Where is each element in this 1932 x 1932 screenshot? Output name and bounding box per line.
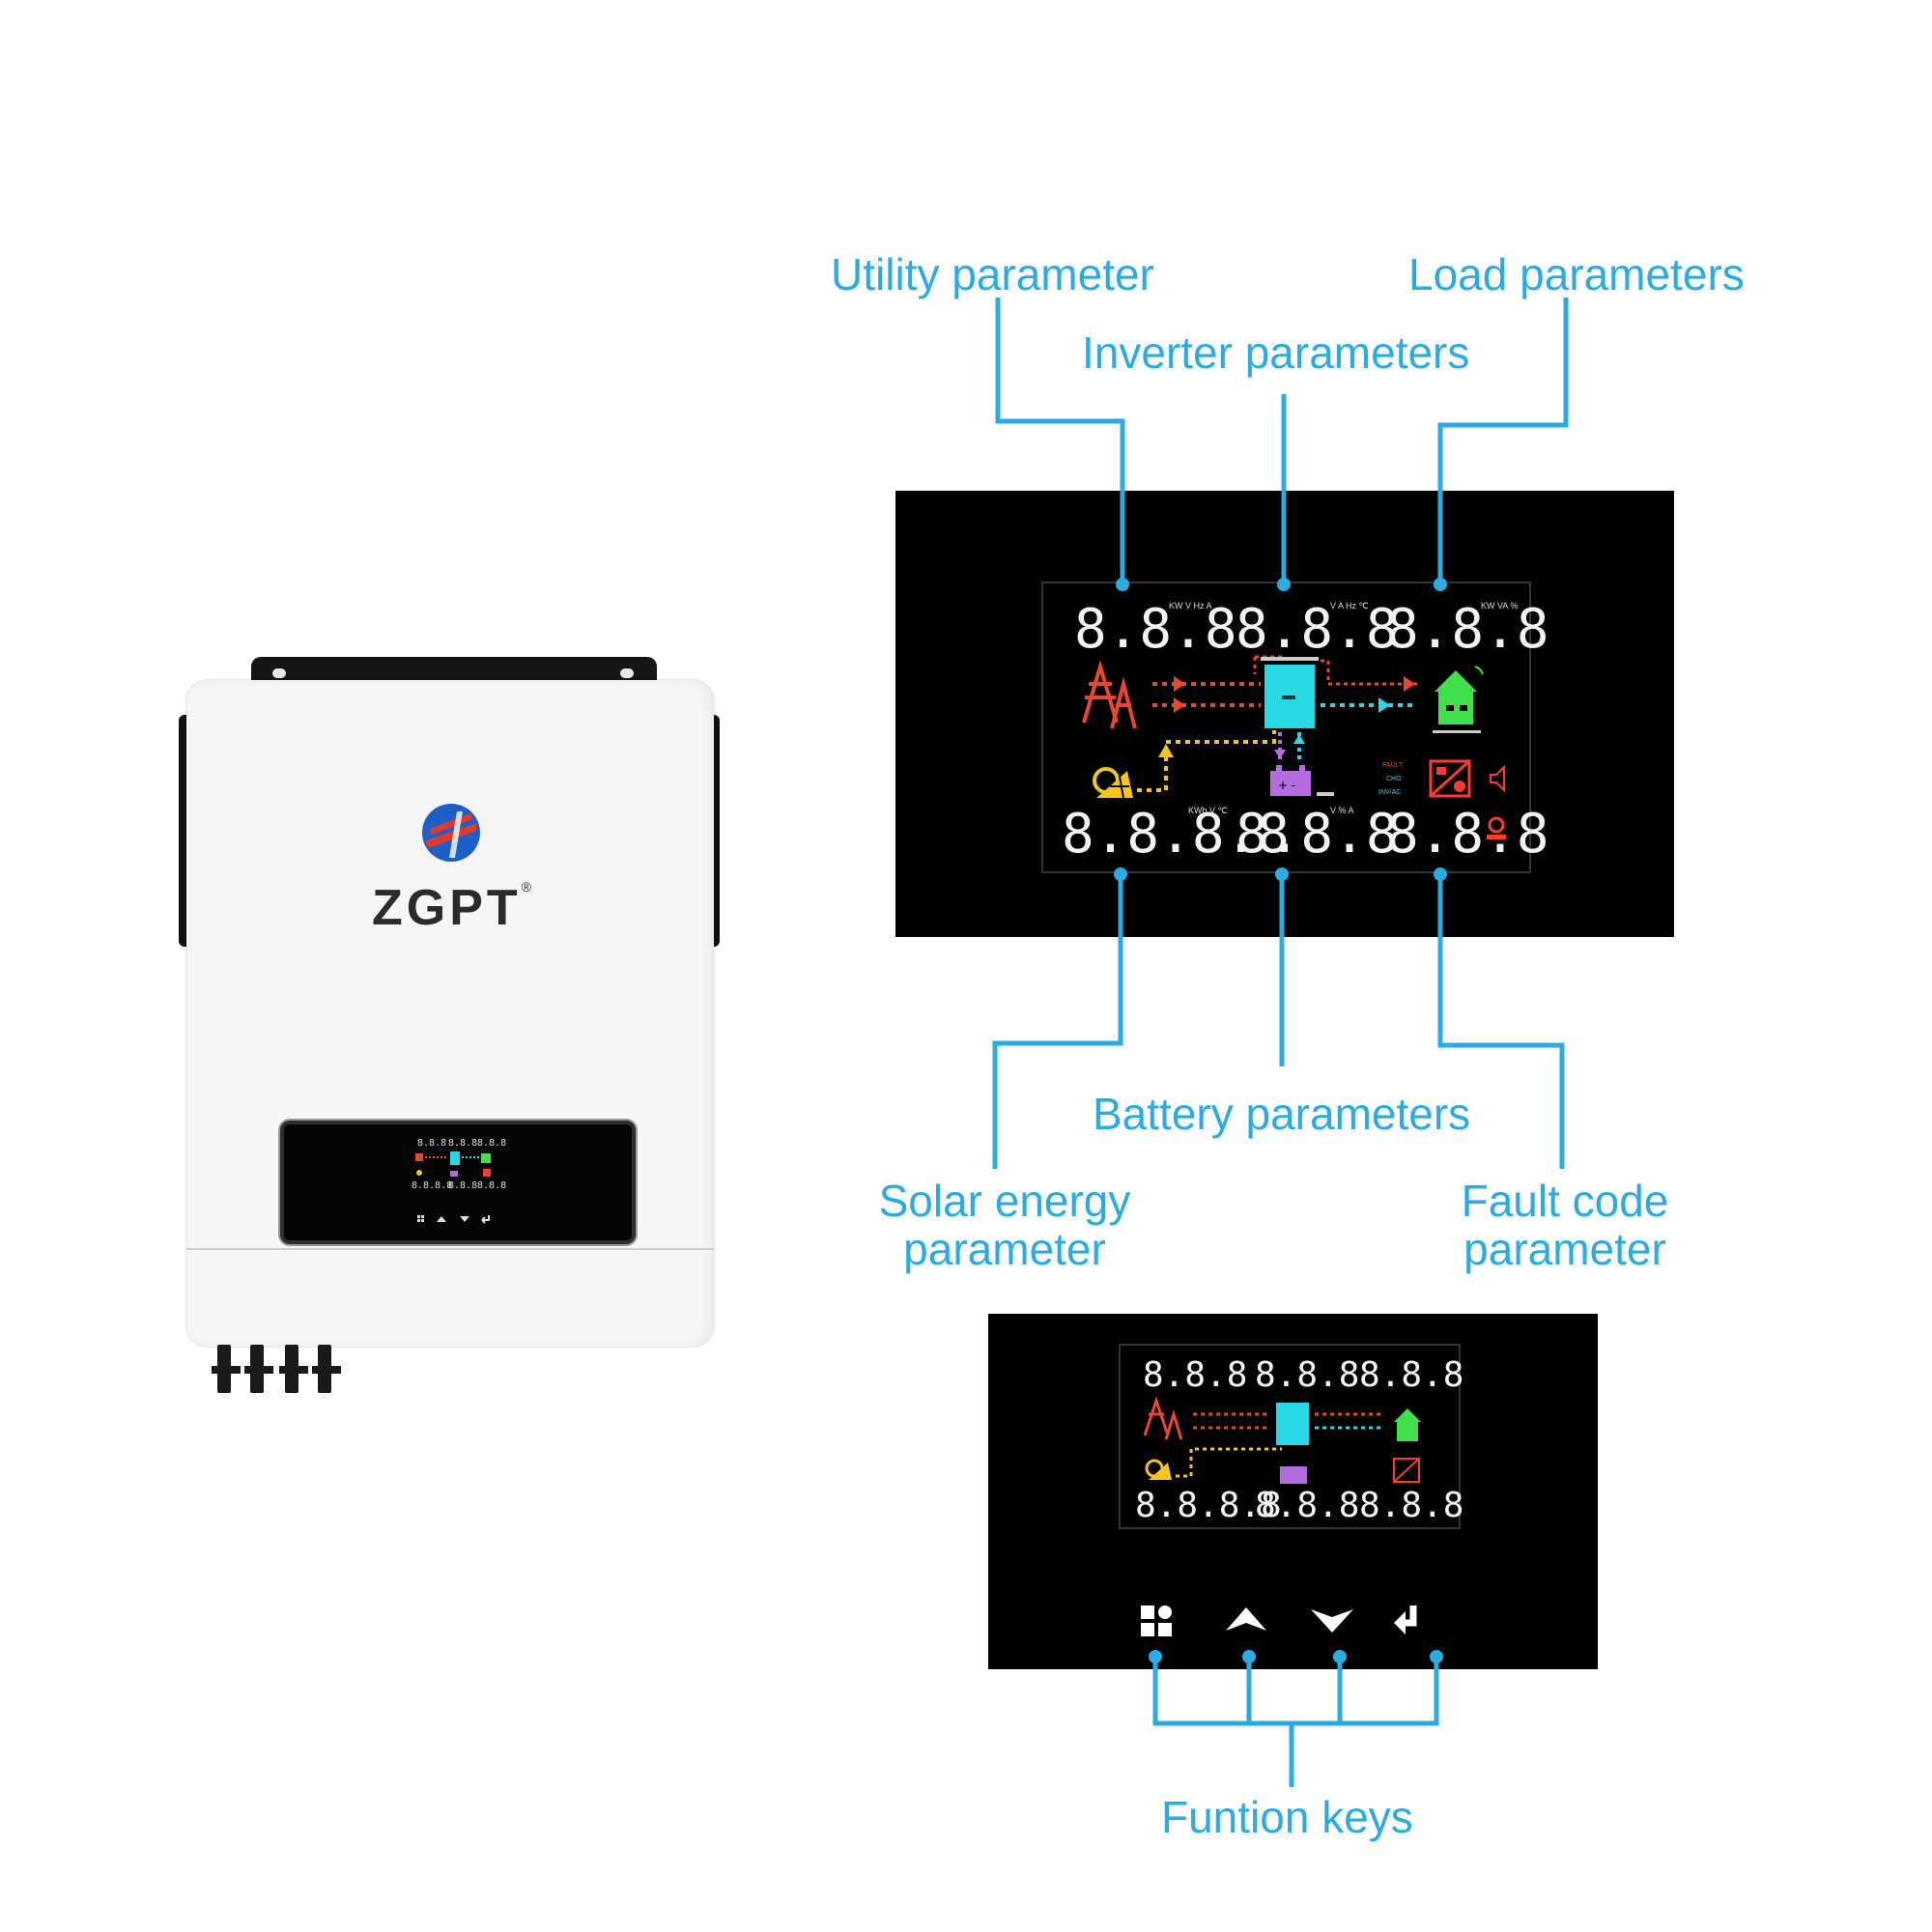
mini-inverter-icon: [450, 1151, 460, 1165]
load-readout: 8.8.8: [1386, 598, 1549, 661]
solar-flow-line: [1137, 730, 1276, 792]
keypad-utility-readout: 8.8.8: [1143, 1355, 1247, 1395]
mini-home-icon: [481, 1153, 491, 1163]
mini-battery-icon: [450, 1171, 458, 1177]
mini-fault-icon: [483, 1169, 491, 1177]
brand-name: ZGPT®: [372, 879, 535, 936]
utility-units: KW V Hz A: [1169, 601, 1212, 611]
inverter-mini-screen: 8.8.8 8.8.8 8.8.8 8.8.8.8 8.8.8 8.8.8: [280, 1121, 636, 1244]
battery-parameters-label: Battery parameters: [1093, 1089, 1471, 1139]
inv-ac-label: INV/AC: [1378, 789, 1401, 796]
function-keys-label: Funtion keys: [1161, 1792, 1413, 1842]
mini-solar-readout: 8.8.8.8: [412, 1180, 452, 1191]
keypad-solar-readout: 8.8.8.8: [1135, 1486, 1282, 1525]
inverter-readout: 8.8.8: [1236, 598, 1399, 661]
body-divider: [186, 1248, 714, 1250]
mini-inverter-readout: 8.8.8: [448, 1138, 477, 1149]
battery-readout: 8.8.8: [1236, 803, 1399, 866]
keypad-battery-readout: 8.8.8: [1255, 1486, 1359, 1525]
utility-parameter-label: Utility parameter: [831, 249, 1154, 299]
mini-enter-key-icon[interactable]: [481, 1215, 490, 1224]
fault-label: FAULT: [1382, 762, 1404, 769]
brand-logo-icon: [422, 804, 480, 862]
mini-menu-key-icon[interactable]: [417, 1215, 424, 1222]
load-flow-lines: [1321, 659, 1417, 713]
buzzer-mute-icon: [1490, 764, 1505, 793]
solar-energy-parameter-label: Solar energy parameter: [878, 1176, 1131, 1274]
battery-units: V % A: [1330, 806, 1354, 815]
solar-readout: 8.8.8.8: [1062, 803, 1290, 866]
inverter-unit: ZGPT® 8.8.8 8.8.8 8.8.8 8.8.8.8 8.8.8 8.…: [179, 657, 720, 1393]
inverter-parameters-label: Inverter parameters: [1082, 327, 1470, 378]
down-key-icon[interactable]: [1311, 1609, 1353, 1633]
fault-code-icon: [1487, 816, 1506, 839]
mini-solar-icon: [416, 1170, 422, 1176]
mini-up-key-icon[interactable]: [437, 1216, 446, 1222]
home-icon: [1433, 666, 1484, 733]
solar-panel-icon: [1093, 767, 1133, 799]
battery-flow-lines: [1274, 732, 1305, 761]
keypad-lcd-panel: 8.8.8 8.8.8 8.8.8: [988, 1314, 1598, 1669]
keypad-inverter-readout: 8.8.8: [1255, 1355, 1359, 1395]
up-key-icon[interactable]: [1226, 1607, 1266, 1631]
keypad-solar-icon: [1145, 1459, 1172, 1480]
fault-code-parameter-label: Fault code parameter: [1461, 1176, 1669, 1274]
mini-down-key-icon[interactable]: [460, 1216, 469, 1222]
utility-readout: 8.8.8: [1074, 598, 1237, 661]
fault-warning-icon: [1429, 759, 1471, 798]
keypad-home-icon: [1394, 1408, 1421, 1441]
load-parameters-label: Load parameters: [1408, 249, 1745, 299]
grid-flow-lines: [1152, 655, 1282, 713]
menu-key-icon[interactable]: [1141, 1605, 1172, 1636]
mini-grid-icon: [415, 1153, 423, 1161]
keypad-grid-tower-icon: [1143, 1396, 1183, 1440]
mini-battery-readout: 8.8.8: [448, 1180, 477, 1191]
mini-fault-readout: 8.8.8: [477, 1180, 506, 1191]
grid-tower-icon: [1082, 659, 1137, 729]
keypad-battery-icon: [1280, 1466, 1307, 1484]
svg-text:+ -: + -: [1278, 779, 1295, 792]
registered-mark: ®: [521, 879, 535, 895]
keypad-fault-icon: [1393, 1458, 1420, 1483]
mini-utility-readout: 8.8.8: [417, 1138, 446, 1149]
enter-key-icon[interactable]: [1394, 1605, 1417, 1634]
load-units: KW VA %: [1481, 601, 1518, 611]
inverter-units: V A Hz ℃: [1330, 601, 1369, 611]
keypad-load-readout: 8.8.8: [1359, 1355, 1463, 1395]
mini-load-readout: 8.8.8: [477, 1138, 506, 1149]
keypad-fault-readout: 8.8.8: [1359, 1486, 1463, 1525]
chg-label: CHG: [1386, 776, 1402, 782]
keypad-lcd-frame: [1119, 1344, 1461, 1529]
keypad-solar-flow-line: [1176, 1447, 1282, 1478]
battery-icon: + -: [1270, 765, 1334, 796]
keypad-inverter-block-icon: [1276, 1403, 1309, 1445]
fault-readout: 8.8.8: [1386, 803, 1549, 866]
solar-units: KWh V ℃: [1188, 806, 1228, 815]
